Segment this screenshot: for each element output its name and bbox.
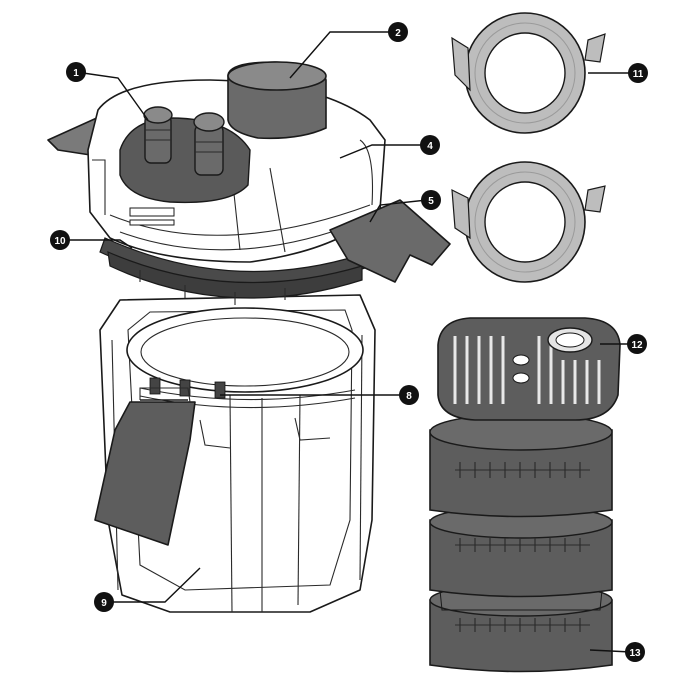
hose-coil-upper <box>451 12 606 134</box>
callout-label: 4 <box>427 141 433 152</box>
callout-10: 10 <box>50 230 70 250</box>
callout-4: 4 <box>420 135 440 155</box>
callout-label: 11 <box>633 69 644 80</box>
motor-head <box>47 61 451 283</box>
callout-8: 8 <box>399 385 419 405</box>
filter-tray-stack <box>429 317 621 673</box>
leader-lines <box>63 31 634 653</box>
callout-label: 12 <box>631 340 643 351</box>
callout-label: 10 <box>54 236 66 247</box>
hose-coil-lower <box>451 161 606 283</box>
callout-label: 8 <box>406 391 412 402</box>
callout-9: 9 <box>94 592 114 612</box>
callout-label: 13 <box>629 648 641 659</box>
callout-label: 2 <box>395 28 401 39</box>
callout-1: 1 <box>66 62 86 82</box>
callout-2: 2 <box>388 22 408 42</box>
callout-label: 1 <box>73 68 79 79</box>
callout-11: 11 <box>628 63 648 83</box>
callout-12: 12 <box>627 334 647 354</box>
callout-5: 5 <box>421 190 441 210</box>
callout-label: 9 <box>101 598 107 609</box>
callout-label: 5 <box>428 196 434 207</box>
callout-13: 13 <box>625 642 645 662</box>
latch-clip <box>94 387 196 546</box>
sealing-ring <box>99 237 366 305</box>
